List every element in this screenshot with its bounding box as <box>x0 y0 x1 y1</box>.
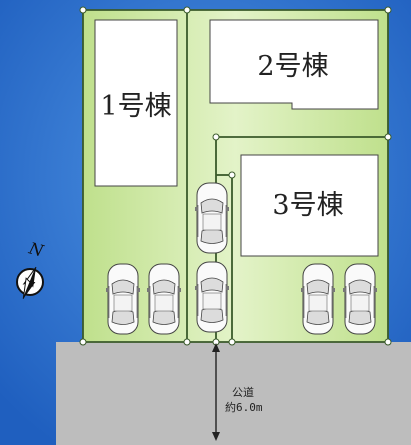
building-1-label: 1号棟 <box>100 91 171 122</box>
road-width-label: 約6.0m <box>225 400 263 414</box>
building-3 <box>240 154 379 257</box>
car-icon <box>342 263 378 335</box>
compass-letter: N <box>26 238 46 260</box>
boundary-markers <box>79 6 392 346</box>
north-arrow-icon <box>16 266 44 299</box>
road-width-arrow <box>212 343 220 441</box>
car-icon <box>300 263 336 335</box>
building-2-label: 2号棟 <box>257 51 328 82</box>
building-2 <box>209 19 379 110</box>
building-3-label: 3号棟 <box>272 190 343 221</box>
car-icon <box>194 182 230 254</box>
car-icon <box>105 263 141 335</box>
public-road <box>56 342 411 445</box>
car-icon <box>194 261 230 333</box>
building-1 <box>94 19 178 187</box>
car-icon <box>146 263 182 335</box>
road-title: 公道 <box>232 385 254 399</box>
